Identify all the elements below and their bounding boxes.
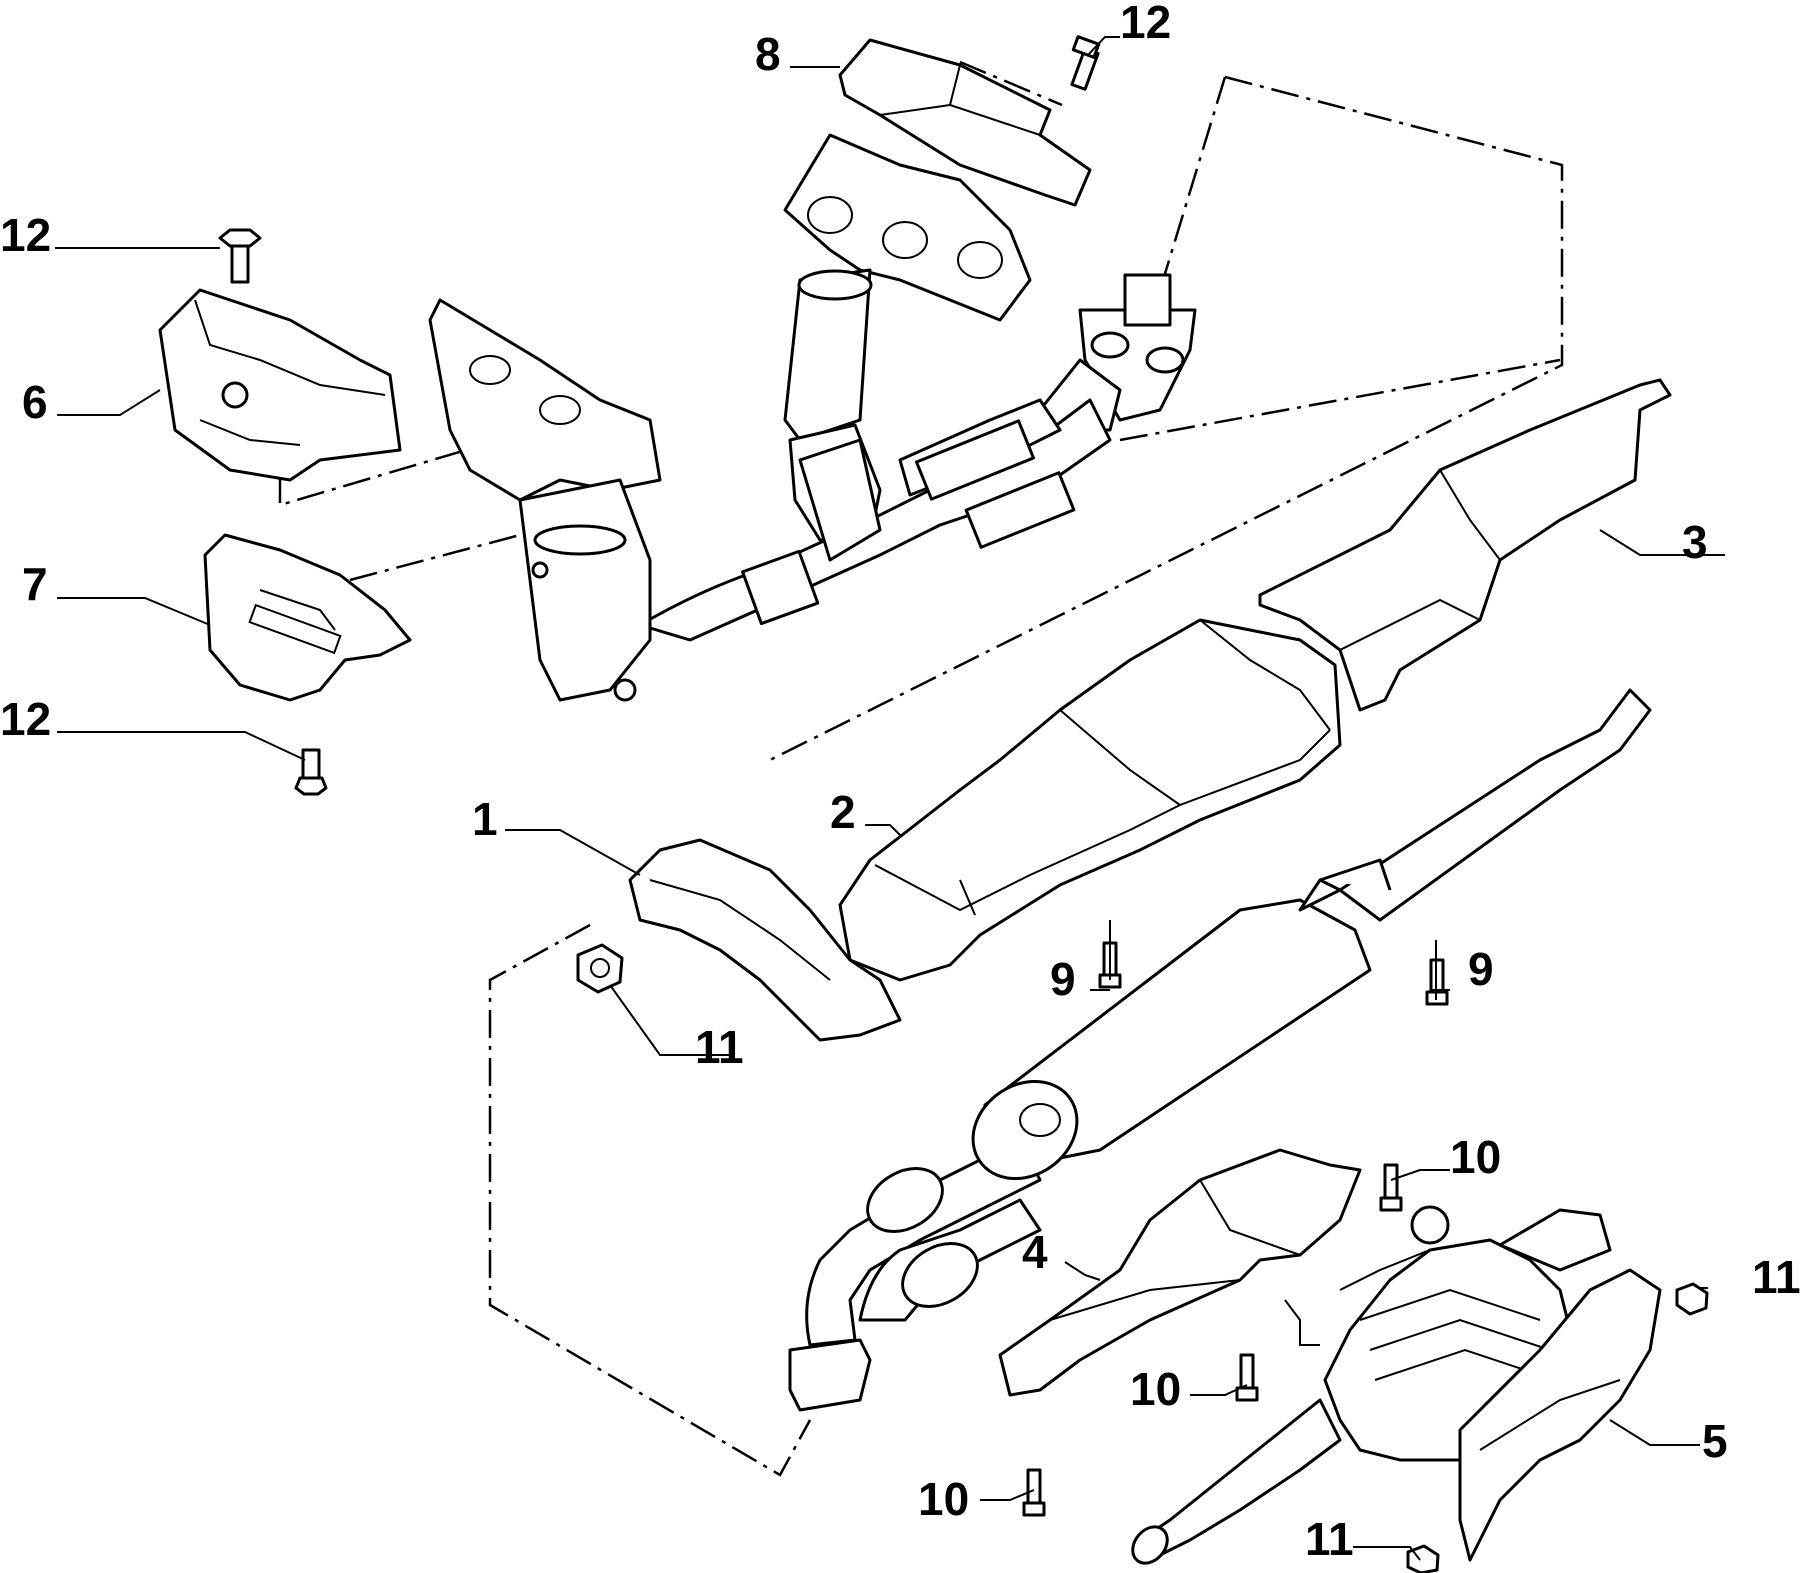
heat-shield-center <box>838 618 1342 982</box>
bolt-10-upper <box>1379 1163 1403 1212</box>
callout-11-right-lower: 11 <box>1305 1513 1354 1565</box>
callout-11-left: 11 <box>695 1021 744 1073</box>
exhaust-manifold-rear <box>783 133 1197 542</box>
callout-9-center: 9 <box>1050 953 1076 1005</box>
heat-shield-front-pipe <box>628 838 902 1042</box>
callout-2: 2 <box>830 786 856 838</box>
front-pipe-flex <box>638 398 1112 642</box>
callout-10-lower: 10 <box>918 1473 969 1525</box>
callout-8: 7 <box>22 558 48 610</box>
callout-9-right: 9 <box>1468 943 1494 995</box>
bolt-top-right <box>1070 35 1101 91</box>
bolt-upper-left <box>218 228 262 284</box>
heat-shield-rear-center <box>998 1148 1362 1397</box>
nut-11-right-upper <box>1675 1282 1709 1316</box>
heat-shield-front-upper <box>158 288 402 482</box>
callout-12-upper-left: 12 <box>0 209 51 261</box>
exhaust-manifold-front <box>428 298 662 702</box>
heat-shield-center-rear <box>1258 378 1672 712</box>
callout-12-top: 12 <box>1120 0 1171 48</box>
callout-12-lower-left: 12 <box>0 693 51 745</box>
callout-leaders <box>55 36 1725 1561</box>
heat-shield-front-lower <box>203 533 412 702</box>
bolt-lower-left <box>294 748 328 796</box>
callout-7: 8 <box>755 28 781 80</box>
callout-3: 3 <box>1682 516 1708 568</box>
front-pipe-lower <box>788 1138 1042 1412</box>
heat-shield-rear-silencer <box>1458 1268 1662 1562</box>
heat-shield-upper <box>838 38 1092 207</box>
nut-11-left <box>576 943 624 994</box>
bolt-10-lower <box>1022 1468 1046 1517</box>
bolt-10-middle <box>1235 1353 1259 1402</box>
callout-6: 6 <box>22 376 48 428</box>
callout-5: 5 <box>1702 1415 1728 1467</box>
callout-10-upper: 10 <box>1450 1131 1501 1183</box>
callout-1: 1 <box>472 793 498 845</box>
center-muffler <box>971 688 1652 1181</box>
callout-11-right-upper: 11 <box>1752 1251 1801 1303</box>
callout-10-middle: 10 <box>1130 1363 1181 1415</box>
callout-4: 4 <box>1022 1226 1048 1278</box>
